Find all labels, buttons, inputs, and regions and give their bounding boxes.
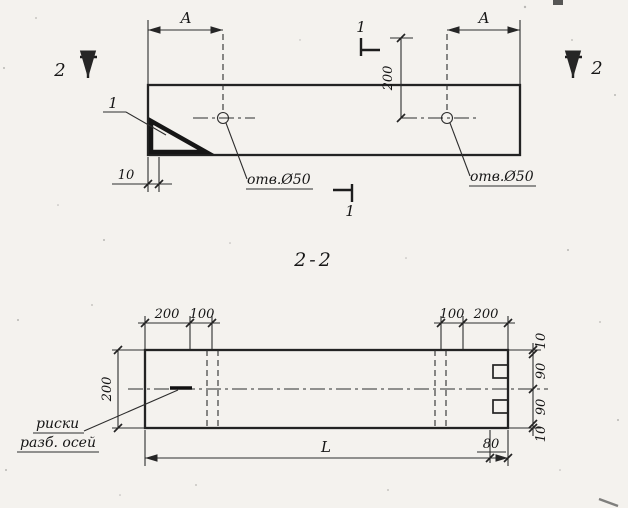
scan-speck [57,204,59,206]
dim-200-label: 200 [381,66,396,92]
dim-right-90-bottom: 90 [534,399,549,416]
section-title: 2-2 [293,249,334,271]
scan-speck [387,489,389,491]
hole-left-leader [225,122,248,180]
dim-200-tl-label: 200 [154,307,180,322]
dim-tick [528,349,538,359]
dim-tick [528,345,538,355]
dim-right-90-top: 90 [534,363,549,380]
dim-tick [528,423,538,433]
dim-tick [154,179,164,189]
dim-right-10-top: 10 [534,333,549,350]
dim-tick [528,419,538,429]
dim-tick [185,318,195,328]
hole-right [440,111,454,125]
dim-tick [396,33,406,43]
scan-speck [103,239,105,241]
scan-speck [17,319,19,321]
dim-tick [113,345,123,355]
dim-80-label: 80 [483,437,500,452]
scan-speck [91,304,93,306]
dim-length-label: L [320,438,331,456]
dim-a-left-label: A [179,9,192,27]
hole-right-callout: отв.Ø50 [470,169,534,185]
detail-leader-line [125,111,167,136]
cut2-left-label: 2 [53,60,65,81]
dim-tick [503,318,513,328]
cut2-right-label: 2 [590,58,602,79]
scan-speck [553,0,563,5]
dim-tick [503,453,513,463]
cut1-bottom-label: 1 [345,202,355,220]
chamfer-detail [148,117,215,155]
groove-mark-bottom [492,399,509,414]
scan-speck [195,484,197,486]
hole-right-leader [449,122,471,177]
dim-height-label: 200 [100,377,115,403]
dim-tick [436,318,446,328]
dim-a-right-label: A [477,9,490,27]
scan-speck [299,39,301,41]
scan-speck [229,242,231,244]
cut1-top-label: 1 [356,18,366,36]
hole-left-callout: отв.Ø50 [247,172,311,188]
dim-right-10-bottom: 10 [534,426,549,443]
dim-tick [140,318,150,328]
scan-speck [35,17,37,19]
scan-speck [523,5,527,9]
axis-note-line1: риски [36,416,79,432]
hole-left [216,111,230,125]
scan-speck [119,494,121,496]
axis-note-line2: разб. осей [20,435,96,451]
scan-speck [3,67,5,69]
beam-outline [146,83,522,157]
section-view: 2-2 200 100 100 200 200 [17,249,549,466]
dim-tick [143,179,153,189]
dim-tick [485,453,495,463]
section-outline [143,348,510,430]
scan-speck [405,257,407,259]
scan-speck [617,419,619,421]
dim-tick [458,318,468,328]
dim-100-tl-label: 100 [190,307,215,322]
dim-200-tr-label: 200 [473,307,499,322]
scan-speck [598,497,619,508]
dim-tick [396,113,406,123]
dim-100-tr-label: 100 [440,307,465,322]
scan-speck [571,39,573,41]
scan-speck [599,321,601,323]
axis-note-leader [83,389,179,432]
dim-tick [207,318,217,328]
dim-tick [113,423,123,433]
dim-tick [528,384,538,394]
plan-view: 1 A A 2 2 1 1 [53,9,602,220]
scan-speck [5,469,7,471]
scan-speck [614,94,616,96]
groove-mark-top [492,364,509,379]
detail-mark-label: 1 [108,94,118,112]
scan-speck [559,469,561,471]
dim-10-label: 10 [118,168,135,183]
scan-speck [567,249,569,251]
paper-noise [3,0,619,508]
